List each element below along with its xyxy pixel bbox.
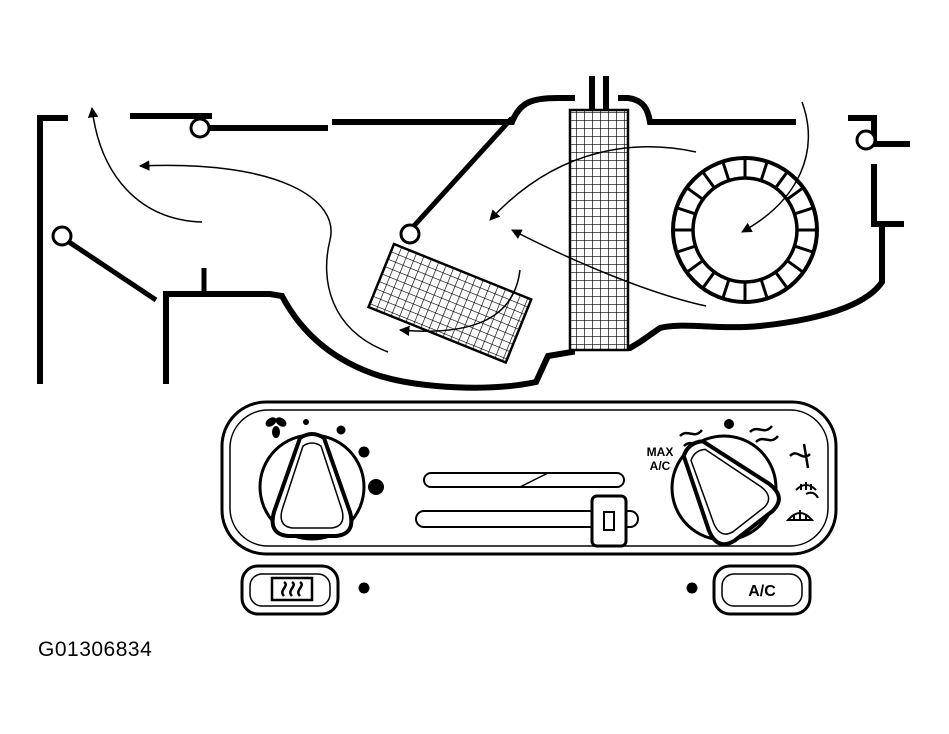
- blend-door: [410, 116, 514, 230]
- blower-vane: [793, 206, 814, 216]
- ac-button[interactable]: A/C: [712, 564, 812, 616]
- ac-button-label: A/C: [748, 583, 776, 600]
- right-door-pivot: [855, 129, 877, 151]
- max-ac-label-line1: MAX: [647, 445, 674, 459]
- blower-vane: [721, 161, 731, 182]
- fan-speed-dot: [358, 446, 370, 458]
- fan-speed-dot: [336, 425, 346, 435]
- climate-control-panel: MAX A/C: [220, 400, 838, 616]
- blower-vane: [685, 186, 704, 201]
- heater-core-pipes: [589, 76, 609, 112]
- floor-icon: [789, 443, 811, 469]
- temperature-slider-handle[interactable]: [590, 494, 628, 548]
- blower-vane: [701, 271, 716, 290]
- lower-duct-wall: [163, 224, 885, 391]
- heater-core: [568, 108, 630, 352]
- blend-door-pivot: [399, 223, 421, 245]
- blower-vane: [685, 259, 704, 274]
- fan-speed-knob[interactable]: [258, 432, 366, 541]
- floor-defrost-icon: [795, 482, 819, 499]
- upper-duct-wall: [204, 95, 575, 131]
- recirc-door: [64, 237, 158, 303]
- ac-indicator: [686, 582, 698, 594]
- rear-defrost-button[interactable]: [240, 564, 340, 616]
- airflow-arrow: [489, 146, 697, 221]
- blower-vane: [759, 161, 769, 182]
- max-ac-label-line2: A/C: [650, 459, 671, 473]
- airflow-arrow: [511, 229, 707, 307]
- airflow-arrow: [741, 101, 810, 233]
- blower-vane: [701, 170, 716, 189]
- airflow-arrow: [398, 269, 521, 337]
- blower-vane: [676, 244, 697, 254]
- blower-vane: [759, 278, 769, 299]
- hvac-housing: [37, 76, 910, 391]
- left-outlet-wall: [37, 115, 68, 384]
- bilevel-icon: [749, 425, 779, 443]
- rear-defrost-indicator: [358, 582, 370, 594]
- blower-vane: [721, 278, 731, 299]
- rear-defrost-icon: [270, 576, 314, 602]
- fan-speed-dot: [368, 479, 384, 495]
- temperature-slider-track: [415, 510, 639, 528]
- slider-track-upper: [423, 472, 625, 488]
- blower-vane: [774, 271, 789, 290]
- fan-icon: [265, 417, 287, 438]
- airflow-arrow: [87, 106, 203, 223]
- airflow-arrow: [138, 160, 389, 353]
- blower-vane: [786, 186, 805, 201]
- fan-speed-dot: [303, 419, 309, 425]
- blower-vane: [774, 170, 789, 189]
- right-outlet-wall: [848, 115, 910, 147]
- blower-vane: [676, 206, 697, 216]
- evaporator-core: [366, 242, 533, 365]
- upper-door-pivot: [189, 117, 211, 139]
- figure-id: G01306834: [38, 638, 153, 661]
- mode-dot: [724, 419, 734, 429]
- airflow-arrows: [87, 101, 810, 353]
- blower-vane: [793, 244, 814, 254]
- mode-selector-knob[interactable]: [660, 421, 785, 550]
- blower-vane: [786, 259, 805, 274]
- defrost-icon: [785, 510, 815, 521]
